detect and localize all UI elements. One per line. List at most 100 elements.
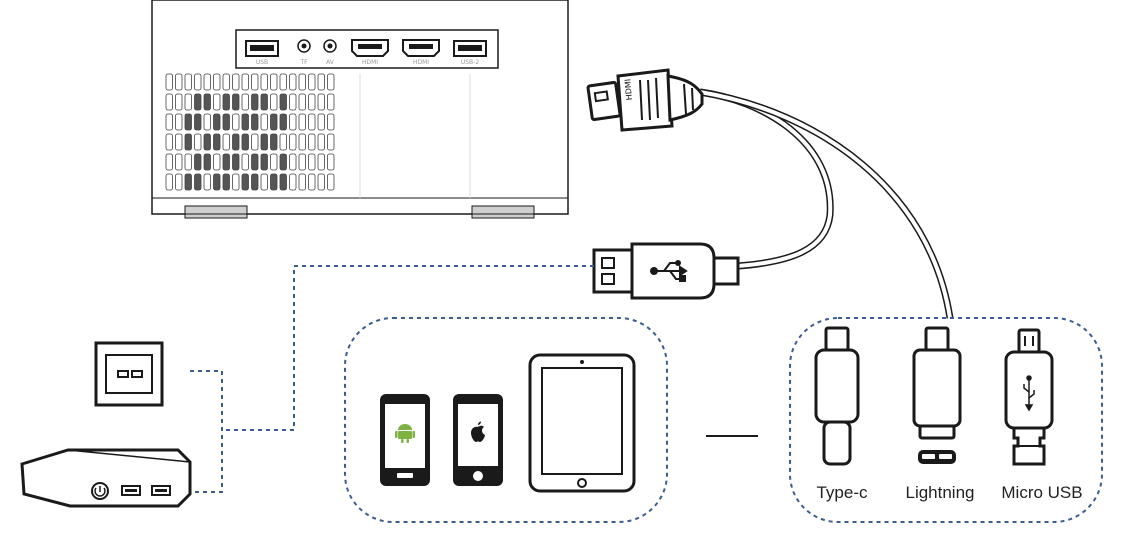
vent-slot [241,133,249,151]
vent-slot [184,113,192,131]
usb-symbol-icon [650,260,688,282]
vent-slot [308,73,316,91]
hdmi-plug-icon: HDMI [586,68,704,132]
port-label-usb: USB [256,59,268,66]
vent-slot [241,113,249,131]
vent-slot [270,173,278,191]
vent-slot [298,113,306,131]
vent-slot [317,93,325,111]
vent-slot [289,113,297,131]
port-label-tf: TF [299,59,308,66]
vent-slot [232,133,240,151]
vent-slot [327,73,335,91]
vent-slot [213,133,221,151]
android-logo-icon [395,424,415,443]
iphone-icon [453,394,503,486]
vent-slot [298,93,306,111]
vent-slot [251,173,259,191]
vent-slot [317,73,325,91]
vent-slot [327,173,335,191]
projector-av-jack-icon [323,39,337,53]
vent-slot [175,153,183,171]
vent-slot [279,113,287,131]
port-label-hdmi-2: HDMI [413,59,429,66]
vent-slot [260,173,268,191]
vent-slot [260,73,268,91]
vent-slot [298,153,306,171]
projector-hdmi-port-icon [351,39,389,57]
vent-slot [175,133,183,151]
vent-slot [222,113,230,131]
vent-slot [194,73,202,91]
vent-slot [241,153,249,171]
vent-slot [184,133,192,151]
vent-slot [175,73,183,91]
vent-slot [289,153,297,171]
vent-slot [251,153,259,171]
power-dashed-lines [190,265,594,493]
vent-slot [232,153,240,171]
vent-slot [213,93,221,111]
type-c-connector-icon [814,326,860,466]
vent-slot [175,173,183,191]
vent-slot [327,93,335,111]
vent-slot [194,173,202,191]
vent-slot [194,153,202,171]
vent-slot [203,173,211,191]
vent-slot [165,153,173,171]
vent-slot [260,93,268,111]
vent-slot [327,153,335,171]
port-label-av: AV [326,59,335,66]
vent-slot [279,153,287,171]
projector-usb-port-icon [245,40,279,57]
vent-slot [317,133,325,151]
usb-a-plug-icon [592,242,740,300]
vent-slot [194,113,202,131]
vent-slot [165,93,173,111]
vent-slot [251,133,259,151]
vent-slot [260,113,268,131]
vent-slot [308,93,316,111]
vent-slot [289,133,297,151]
connector-label-type-c: Type-c [816,483,868,502]
vent-slot [175,113,183,131]
vent-slot [298,133,306,151]
port-label-hdmi: HDMI [362,59,378,66]
vent-slot [270,133,278,151]
connector-label-micro-usb: Micro USB [1001,483,1082,502]
vent-slot [222,133,230,151]
connector-label-lightning: Lightning [905,483,974,502]
vent-slot [203,153,211,171]
micro-usb-connector-icon [1004,328,1054,466]
vent-slot [327,133,335,151]
vent-slot [270,113,278,131]
vent-slot [260,153,268,171]
lightning-connector-icon [912,326,962,464]
vent-slot [194,93,202,111]
vent-slot [222,93,230,111]
vent-slot [184,73,192,91]
vent-slot [308,173,316,191]
vent-slot [270,73,278,91]
vent-slot [308,113,316,131]
vent-slot [289,93,297,111]
vent-slot [317,153,325,171]
hdmi-y-cable: HDMI [586,68,954,319]
vent-slot [270,153,278,171]
vent-slot [298,73,306,91]
wall-socket-icon [94,341,164,407]
vent-grille [165,73,335,191]
vent-slot [213,173,221,191]
vent-slot [203,133,211,151]
vent-slot [184,153,192,171]
vent-slot [194,133,202,151]
vent-slot [327,113,335,131]
vent-slot [289,73,297,91]
vent-slot [308,133,316,151]
vent-slot [241,173,249,191]
vent-slot [279,93,287,111]
vent-slot [298,173,306,191]
vent-slot [251,73,259,91]
vent-slot [165,113,173,131]
